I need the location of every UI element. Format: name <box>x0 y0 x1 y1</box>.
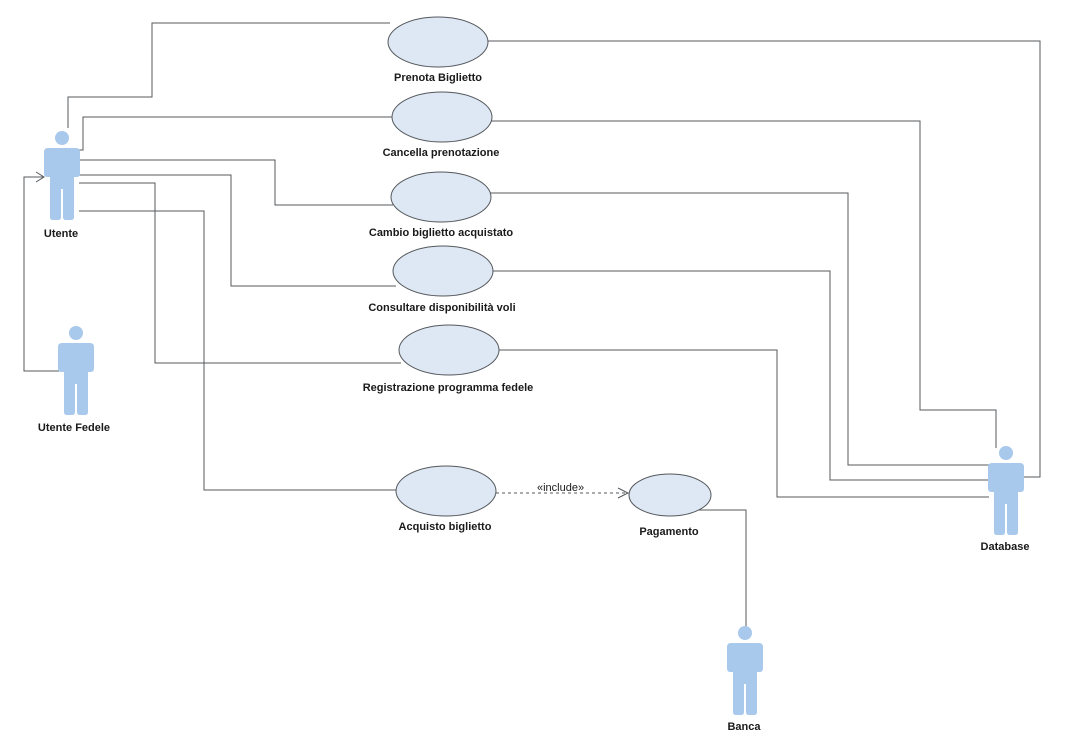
use-case-cambio-biglietto[interactable] <box>390 171 492 223</box>
assoc-pagamento-banca <box>698 509 747 638</box>
use-case-consultare-disponibilita[interactable] <box>392 245 494 297</box>
actor-utente-label: Utente <box>44 228 78 240</box>
use-case-cambio-label: Cambio biglietto acquistato <box>369 227 514 239</box>
assoc-consultare-database <box>492 270 989 481</box>
use-case-cancella-prenotazione[interactable] <box>391 91 493 143</box>
assoc-registrazione-database <box>497 349 989 498</box>
use-case-pagamento-label: Pagamento <box>639 526 699 538</box>
use-case-acquisto-biglietto[interactable] <box>395 465 497 517</box>
assoc-utente-cambio <box>79 159 393 206</box>
assoc-cancella-database <box>490 120 997 448</box>
actor-banca-label: Banca <box>727 721 761 733</box>
generalization-arrowhead <box>35 171 45 183</box>
use-case-consultare-label: Consultare disponibilità voli <box>368 302 515 314</box>
actor-banca[interactable] <box>727 626 763 715</box>
use-case-pagamento[interactable] <box>628 473 712 517</box>
use-case-cancella-label: Cancella prenotazione <box>383 147 500 159</box>
assoc-utente-acquisto <box>79 210 398 491</box>
use-case-registrazione-programma[interactable] <box>398 324 500 376</box>
actor-database[interactable] <box>988 446 1024 535</box>
assoc-cambio-database <box>489 192 989 466</box>
include-arrowhead <box>617 487 630 499</box>
actor-utente[interactable] <box>44 131 80 220</box>
assoc-utente-consultare <box>79 174 396 287</box>
assoc-prenota-database <box>487 40 1041 478</box>
use-case-prenota-label: Prenota Biglietto <box>394 72 482 84</box>
actor-database-label: Database <box>981 541 1030 553</box>
use-case-prenota-biglietto[interactable] <box>387 16 489 68</box>
generalization-utente-fedele <box>23 176 59 372</box>
use-case-acquisto-label: Acquisto biglietto <box>399 521 492 533</box>
assoc-utente-prenota <box>67 22 390 128</box>
use-case-registrazione-label: Registrazione programma fedele <box>363 382 534 394</box>
actor-utente-fedele[interactable] <box>58 326 94 415</box>
actor-utente-fedele-label: Utente Fedele <box>38 422 110 434</box>
include-label: «include» <box>537 482 584 494</box>
assoc-utente-cancella <box>79 116 393 151</box>
assoc-utente-registrazione <box>79 182 401 364</box>
